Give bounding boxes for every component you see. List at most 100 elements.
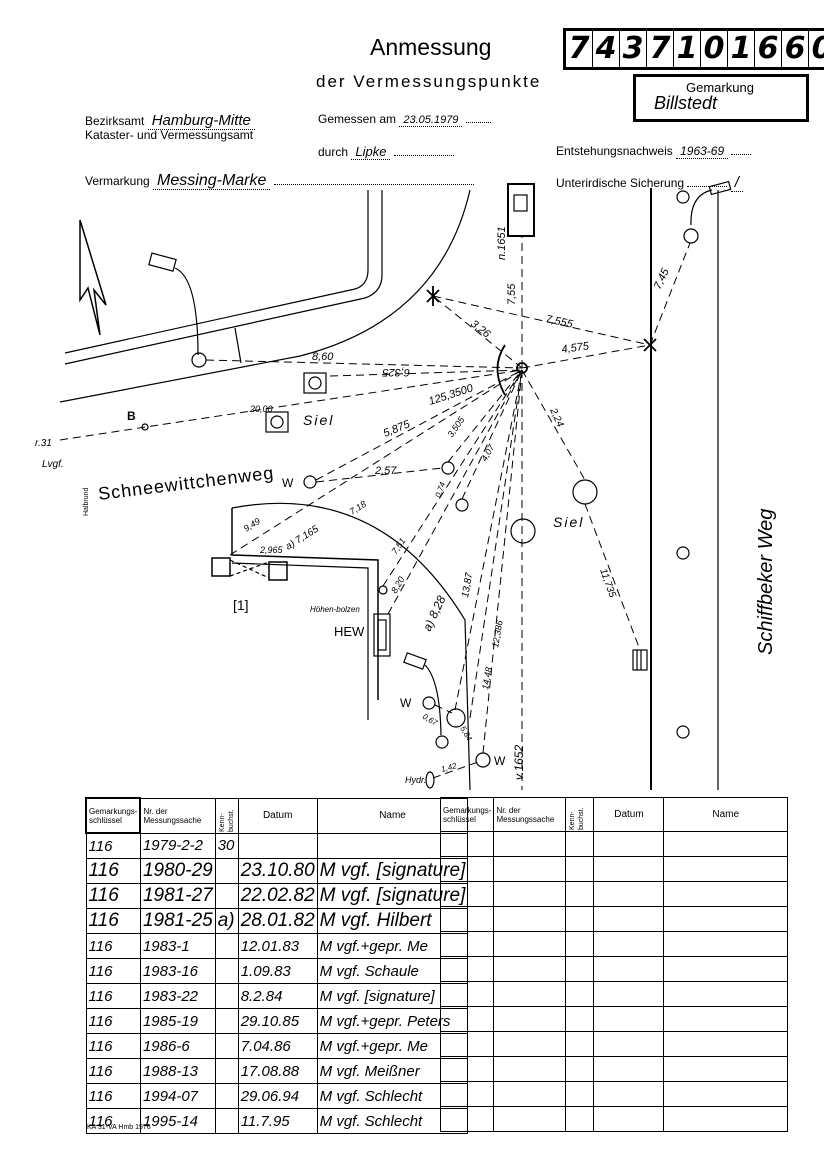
entstehung-field: Entstehungsnachweis 1963-69 (556, 144, 752, 159)
vermarkung-label: Vermarkung (85, 174, 150, 188)
col-header: Nr. der Messungssache (493, 797, 567, 832)
hydrant-icon (425, 771, 435, 789)
bezirksamt-value: Hamburg-Mitte (147, 112, 255, 130)
table-cell (663, 1031, 788, 1057)
register-table-left: Gemarkungs-schlüssel Nr. der Messungssac… (84, 797, 469, 1134)
table-row (439, 856, 788, 882)
gemarkung-label: Gemarkung (686, 80, 754, 95)
w-label: W (400, 696, 412, 710)
table-cell (565, 831, 595, 857)
vermarkung-field: Vermarkung Messing-Marke (85, 172, 474, 190)
measure: 4,575 (561, 340, 591, 356)
table-cell: 116 (85, 1033, 141, 1059)
table-cell: 22.02.82 (237, 883, 318, 909)
hew-label: HEW (334, 624, 365, 639)
table-cell: 116 (85, 1108, 141, 1134)
register-table-right: Gemarkungs-schlüssel Nr. der Messungssac… (439, 797, 788, 1132)
table-cell: 1986-6 (139, 1033, 216, 1059)
w-label: W (282, 476, 294, 490)
table-cell (663, 856, 788, 882)
table-cell (493, 831, 567, 857)
table-cell (493, 1106, 567, 1132)
table-cell (214, 1008, 239, 1034)
table-cell (439, 906, 495, 932)
entstehung-value: 1963-69 (676, 144, 729, 159)
table-cell (493, 981, 567, 1007)
table-cell: 116 (85, 908, 141, 934)
table-cell (593, 931, 665, 957)
street-name-right: Schiffbeker Weg (755, 509, 777, 655)
table-cell (439, 931, 495, 957)
table-cell (439, 981, 495, 1007)
table-cell (565, 956, 595, 982)
sicherung-label: Unterirdische Sicherung (556, 176, 685, 190)
table-row (439, 1031, 788, 1057)
table-cell (565, 981, 595, 1007)
measure: 6,325 (382, 366, 410, 378)
table-cell (214, 858, 239, 884)
table-cell: 23.10.80 (237, 858, 318, 884)
col-header: Nr. der Messungssache (139, 797, 216, 834)
table-cell (214, 958, 239, 984)
table-cell: 29.06.94 (237, 1083, 318, 1109)
table-cell: 116 (85, 832, 141, 859)
table-cell (214, 1033, 239, 1059)
manhole-icon (303, 372, 327, 394)
measure: 3,505 (445, 414, 467, 439)
table-cell (493, 931, 567, 957)
table-cell: 116 (85, 983, 141, 1009)
durch-label: durch (318, 145, 349, 159)
measure: 9,49 (242, 516, 262, 534)
point-label: v.1652 (512, 745, 526, 780)
table-cell (565, 906, 595, 932)
table-row (439, 1081, 788, 1107)
tree-icon (676, 190, 690, 204)
col-header: Gemarkungs-schlüssel (439, 797, 495, 832)
number-digit: 6 (755, 31, 782, 67)
measure: 14,48 (480, 666, 494, 690)
table-cell (593, 831, 665, 857)
entstehung-label: Entstehungsnachweis (556, 144, 673, 158)
table-cell (593, 1081, 665, 1107)
b-label: B (127, 409, 136, 423)
table-cell: 7.04.86 (237, 1033, 318, 1059)
measure: 20,00 (249, 404, 273, 414)
road-edge (59, 189, 471, 403)
col-header: Name (663, 797, 788, 832)
hydrant-w (441, 461, 455, 475)
bracket-label: [1] (233, 597, 249, 613)
table-cell (663, 981, 788, 1007)
table-cell (493, 1006, 567, 1032)
tree-icon (676, 725, 690, 739)
hydrant-w (475, 752, 491, 768)
table-cell: 116 (85, 958, 141, 984)
table-cell: 30 (214, 832, 239, 859)
hydrant-w (455, 498, 469, 512)
table-cell (493, 881, 567, 907)
table-cell (493, 1056, 567, 1082)
survey-point-marker (426, 286, 657, 396)
table-row (439, 931, 788, 957)
table-row (439, 831, 788, 857)
table-cell: 1983-1 (139, 933, 216, 959)
hoehenbolzen-mark (378, 585, 388, 595)
table-cell: 116 (85, 1058, 141, 1084)
table-cell (439, 856, 495, 882)
hydrant-w (303, 475, 317, 489)
table-header-row: Gemarkungs-schlüssel Nr. der Messungssac… (439, 797, 788, 832)
measure: a) 7,165 (284, 524, 321, 553)
table-row (439, 1056, 788, 1082)
table-cell (593, 881, 665, 907)
table-row (439, 1106, 788, 1132)
table-cell: 116 (85, 1083, 141, 1109)
table-cell (214, 1058, 239, 1084)
number-digit: 1 (674, 31, 701, 67)
table-cell (663, 931, 788, 957)
table-cell (493, 856, 567, 882)
bezirksamt-label: Bezirksamt (85, 114, 145, 128)
table-cell: 12.01.83 (237, 933, 318, 959)
street-lamp-icon (403, 652, 449, 749)
